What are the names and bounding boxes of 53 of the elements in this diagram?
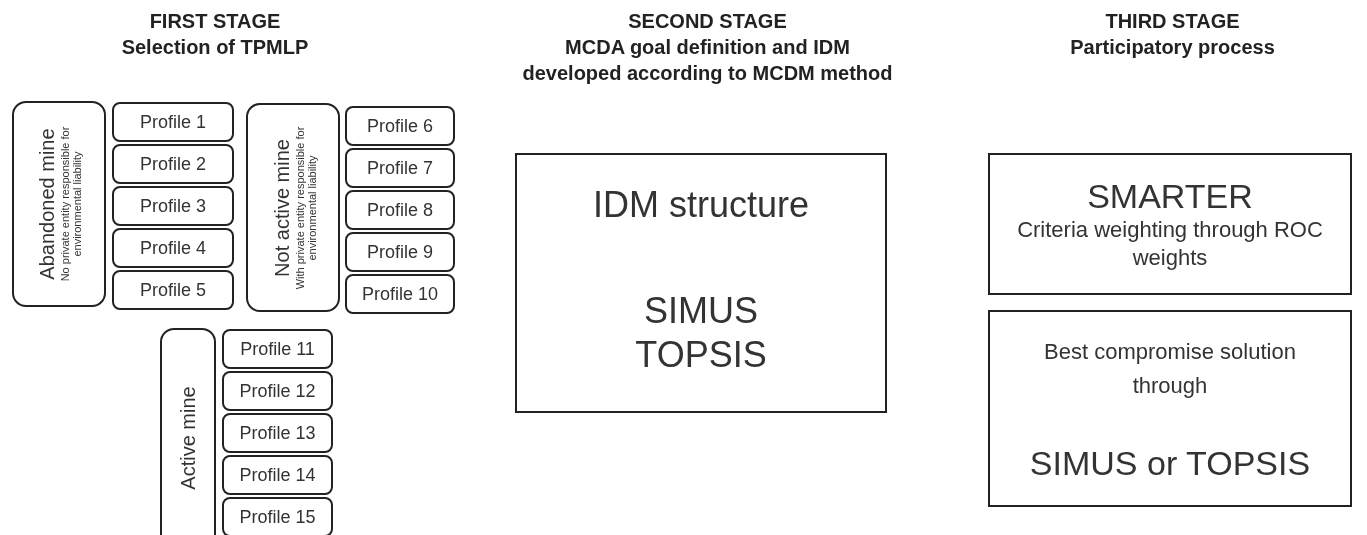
method-description: Best compromise solution through bbox=[1043, 337, 1297, 400]
stage-heading: Selection of TPMLP bbox=[120, 35, 310, 60]
method-box bbox=[988, 310, 1352, 507]
stage-heading: Participatory process bbox=[1069, 35, 1276, 60]
profile-box bbox=[112, 228, 234, 268]
profile-label: Profile 9 bbox=[366, 241, 433, 263]
method-name: SMARTER bbox=[1087, 176, 1253, 216]
method-text: IDM structure bbox=[592, 183, 809, 227]
profile-box bbox=[112, 102, 234, 142]
profile-label: Profile 15 bbox=[239, 506, 316, 528]
profile-label: Profile 10 bbox=[361, 283, 438, 305]
stage-heading: SECOND STAGE bbox=[627, 9, 788, 34]
profile-box bbox=[345, 148, 455, 188]
profile-label: Profile 12 bbox=[239, 380, 316, 402]
profile-label: Profile 8 bbox=[366, 199, 433, 221]
profile-box bbox=[345, 190, 455, 230]
stage-heading: FIRST STAGE bbox=[148, 9, 282, 34]
category-box bbox=[12, 101, 106, 307]
profile-label: Profile 7 bbox=[366, 157, 433, 179]
profile-label: Profile 5 bbox=[139, 279, 206, 301]
profile-label: Profile 13 bbox=[239, 422, 316, 444]
profile-label: Profile 3 bbox=[139, 195, 206, 217]
profile-box bbox=[222, 371, 333, 411]
method-choice: SIMUS or TOPSIS bbox=[1029, 442, 1311, 483]
method-box bbox=[515, 153, 887, 413]
category-box bbox=[246, 103, 340, 312]
method-text: SIMUS TOPSIS bbox=[634, 289, 768, 377]
profile-label: Profile 14 bbox=[239, 464, 316, 486]
profile-box bbox=[112, 186, 234, 226]
profile-box bbox=[345, 232, 455, 272]
category-note: With private entity responsible for environmental liability bbox=[293, 125, 317, 291]
category-label: Abandoned mine bbox=[35, 127, 59, 282]
profile-label: Profile 6 bbox=[366, 115, 433, 137]
category-note: No private entity responsible for environmental liability bbox=[59, 125, 83, 284]
method-description: Criteria weighting through ROC weights bbox=[1016, 216, 1324, 272]
stage-heading: THIRD STAGE bbox=[1104, 9, 1241, 34]
profile-label: Profile 2 bbox=[139, 153, 206, 175]
profile-label: Profile 1 bbox=[139, 111, 206, 133]
profile-box bbox=[345, 106, 455, 146]
profile-box bbox=[222, 329, 333, 369]
stage-heading: MCDA goal definition and IDM developed according to MCDM method bbox=[521, 35, 894, 86]
profile-box bbox=[222, 455, 333, 495]
category-label: Active mine bbox=[176, 385, 200, 492]
profile-label: Profile 4 bbox=[139, 237, 206, 259]
profile-label: Profile 11 bbox=[240, 338, 315, 360]
profile-box bbox=[112, 144, 234, 184]
category-box bbox=[160, 328, 216, 535]
profile-box bbox=[222, 497, 333, 535]
category-label: Not active mine bbox=[269, 137, 293, 279]
method-box bbox=[988, 153, 1352, 295]
profile-box bbox=[112, 270, 234, 310]
profile-box bbox=[345, 274, 455, 314]
profile-box bbox=[222, 413, 333, 453]
